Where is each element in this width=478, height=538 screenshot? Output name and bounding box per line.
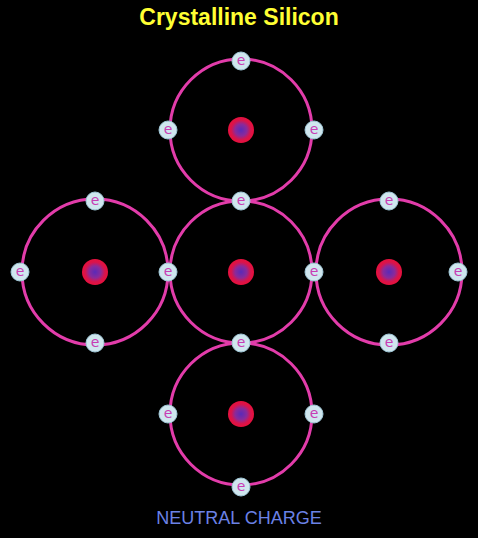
electron-label: e <box>231 191 251 211</box>
electron-label: e <box>304 262 324 282</box>
electron-label: e <box>231 477 251 497</box>
electron-label: e <box>231 51 251 71</box>
electron: e <box>304 404 324 424</box>
electron-circle <box>380 334 398 352</box>
electron: e <box>231 333 251 353</box>
electron-label: e <box>379 191 399 211</box>
electron-circle <box>159 121 177 139</box>
electron-label: e <box>85 333 105 353</box>
electron-circle <box>232 334 250 352</box>
nuclei <box>82 117 402 427</box>
electron-label: e <box>158 120 178 140</box>
electron-label: e <box>379 333 399 353</box>
electron: e <box>158 404 178 424</box>
electron-circle <box>11 263 29 281</box>
electron-label: e <box>448 262 468 282</box>
electron: e <box>85 333 105 353</box>
electron-label: e <box>231 333 251 353</box>
electron: e <box>231 191 251 211</box>
electron: e <box>85 191 105 211</box>
nucleus <box>376 259 402 285</box>
orbits <box>22 59 462 485</box>
electron-circle <box>86 334 104 352</box>
electron-circle <box>232 52 250 70</box>
electron: e <box>10 262 30 282</box>
electron-label: e <box>304 404 324 424</box>
nucleus <box>228 117 254 143</box>
orbit <box>170 343 312 485</box>
electron-circle <box>449 263 467 281</box>
electron: e <box>231 51 251 71</box>
diagram-caption: NEUTRAL CHARGE <box>0 508 478 529</box>
nucleus <box>228 259 254 285</box>
electron-circle <box>232 478 250 496</box>
electron: e <box>379 333 399 353</box>
orbit <box>22 199 168 345</box>
diagram-title: Crystalline Silicon <box>0 4 478 31</box>
electron-circle <box>305 121 323 139</box>
nucleus <box>228 401 254 427</box>
electron-label: e <box>304 120 324 140</box>
electron-label: e <box>10 262 30 282</box>
orbit <box>316 199 462 345</box>
electron: e <box>304 120 324 140</box>
nucleus <box>82 259 108 285</box>
electron-circle <box>305 405 323 423</box>
electron-circle <box>380 192 398 210</box>
electron-circle <box>232 192 250 210</box>
electron-label: e <box>85 191 105 211</box>
electron-circle <box>159 405 177 423</box>
electron: e <box>158 120 178 140</box>
electron-label: e <box>158 404 178 424</box>
orbit <box>170 59 312 201</box>
electron: e <box>231 477 251 497</box>
electron: e <box>379 191 399 211</box>
electron: e <box>448 262 468 282</box>
electron-label: e <box>158 262 178 282</box>
electron: e <box>158 262 178 282</box>
electron-circle <box>86 192 104 210</box>
electron-circle <box>305 263 323 281</box>
electron-circle <box>159 263 177 281</box>
electron: e <box>304 262 324 282</box>
orbit <box>170 201 312 343</box>
